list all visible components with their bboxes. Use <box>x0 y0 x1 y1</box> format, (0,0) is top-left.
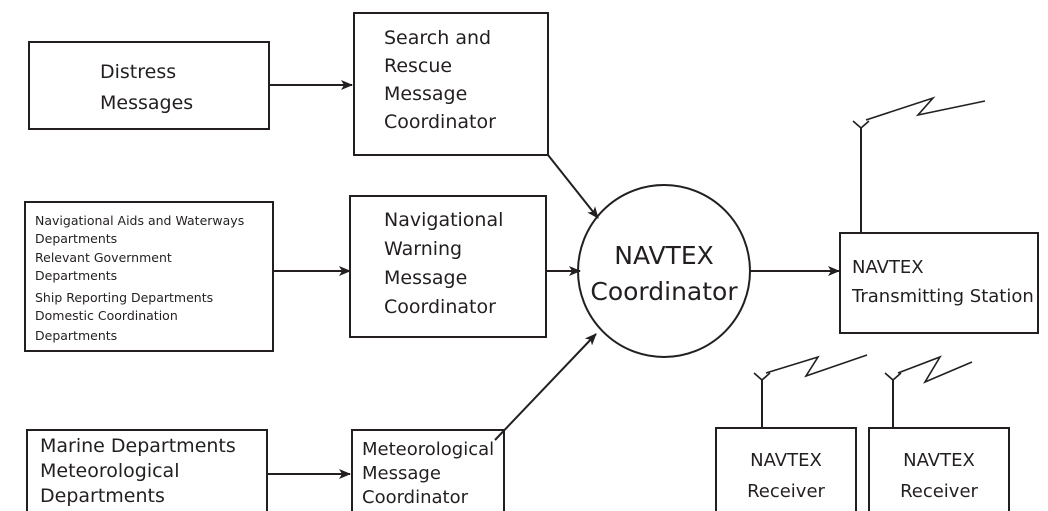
edge-sar-to-navtex <box>547 154 599 219</box>
antenna-icon <box>753 372 771 428</box>
met-line-2: Message <box>362 463 441 484</box>
nav-source-line-6: Domestic Coordination <box>35 308 178 323</box>
marine-line-1: Marine Departments <box>40 435 236 457</box>
radio-signal-icon <box>865 96 986 121</box>
met-line-1: Meteorological <box>362 439 494 460</box>
station-line-1: NAVTEX <box>852 257 924 278</box>
marine-departments-node: Marine Departments Meteorological Depart… <box>26 429 268 511</box>
radio-signal-icon <box>765 354 868 378</box>
sar-line-2: Rescue <box>384 55 452 77</box>
sar-coordinator-node: Search and Rescue Message Coordinator <box>353 12 549 156</box>
distress-messages-node: Distress Messages <box>28 41 270 130</box>
sar-line-1: Search and <box>384 27 491 49</box>
receiver-2-line-1: NAVTEX <box>903 450 975 471</box>
sar-line-3: Message <box>384 83 467 105</box>
antenna-icon <box>852 120 870 233</box>
nav-source-line-3: Relevant Government <box>35 250 172 265</box>
marine-line-2: Meteorological <box>40 460 179 482</box>
navtex-coordinator-node: NAVTEX Coordinator <box>577 184 751 358</box>
navtex-receiver-1-node: NAVTEX Receiver <box>715 427 857 511</box>
nav-warning-coordinator-node: Navigational Warning Message Coordinator <box>349 195 547 338</box>
navtex-coordinator-line-2: Coordinator <box>590 277 738 306</box>
nav-warning-line-2: Warning <box>384 238 462 260</box>
sar-line-4: Coordinator <box>384 111 496 133</box>
nav-warning-line-4: Coordinator <box>384 296 496 318</box>
transmitting-station-node: NAVTEX Transmitting Station <box>839 232 1039 334</box>
nav-source-line-7: Departments <box>35 328 117 343</box>
antenna-icon <box>884 372 902 428</box>
marine-line-3: Departments <box>40 485 165 507</box>
met-coordinator-node: Meteorological Message Coordinator <box>351 429 505 511</box>
distress-line-2: Messages <box>100 92 193 114</box>
edge-met-to-navtex <box>494 333 597 441</box>
receiver-2-line-2: Receiver <box>900 481 978 502</box>
navigational-sources-node: Navigational Aids and Waterways Departme… <box>24 201 274 352</box>
nav-source-line-1: Navigational Aids and Waterways <box>35 213 244 228</box>
nav-source-line-2: Departments <box>35 231 117 246</box>
navtex-coordinator-line-1: NAVTEX <box>614 241 714 270</box>
receiver-1-line-1: NAVTEX <box>750 450 822 471</box>
nav-warning-line-3: Message <box>384 267 467 289</box>
receiver-1-line-2: Receiver <box>747 481 825 502</box>
distress-line-1: Distress <box>100 61 176 83</box>
met-line-3: Coordinator <box>362 487 469 508</box>
station-line-2: Transmitting Station <box>851 286 1034 307</box>
radio-signal-icon <box>897 355 973 384</box>
nav-source-line-4: Departments <box>35 268 117 283</box>
nav-warning-line-1: Navigational <box>384 209 503 231</box>
navtex-receiver-2-node: NAVTEX Receiver <box>868 427 1010 511</box>
nav-source-line-5: Ship Reporting Departments <box>35 290 213 305</box>
